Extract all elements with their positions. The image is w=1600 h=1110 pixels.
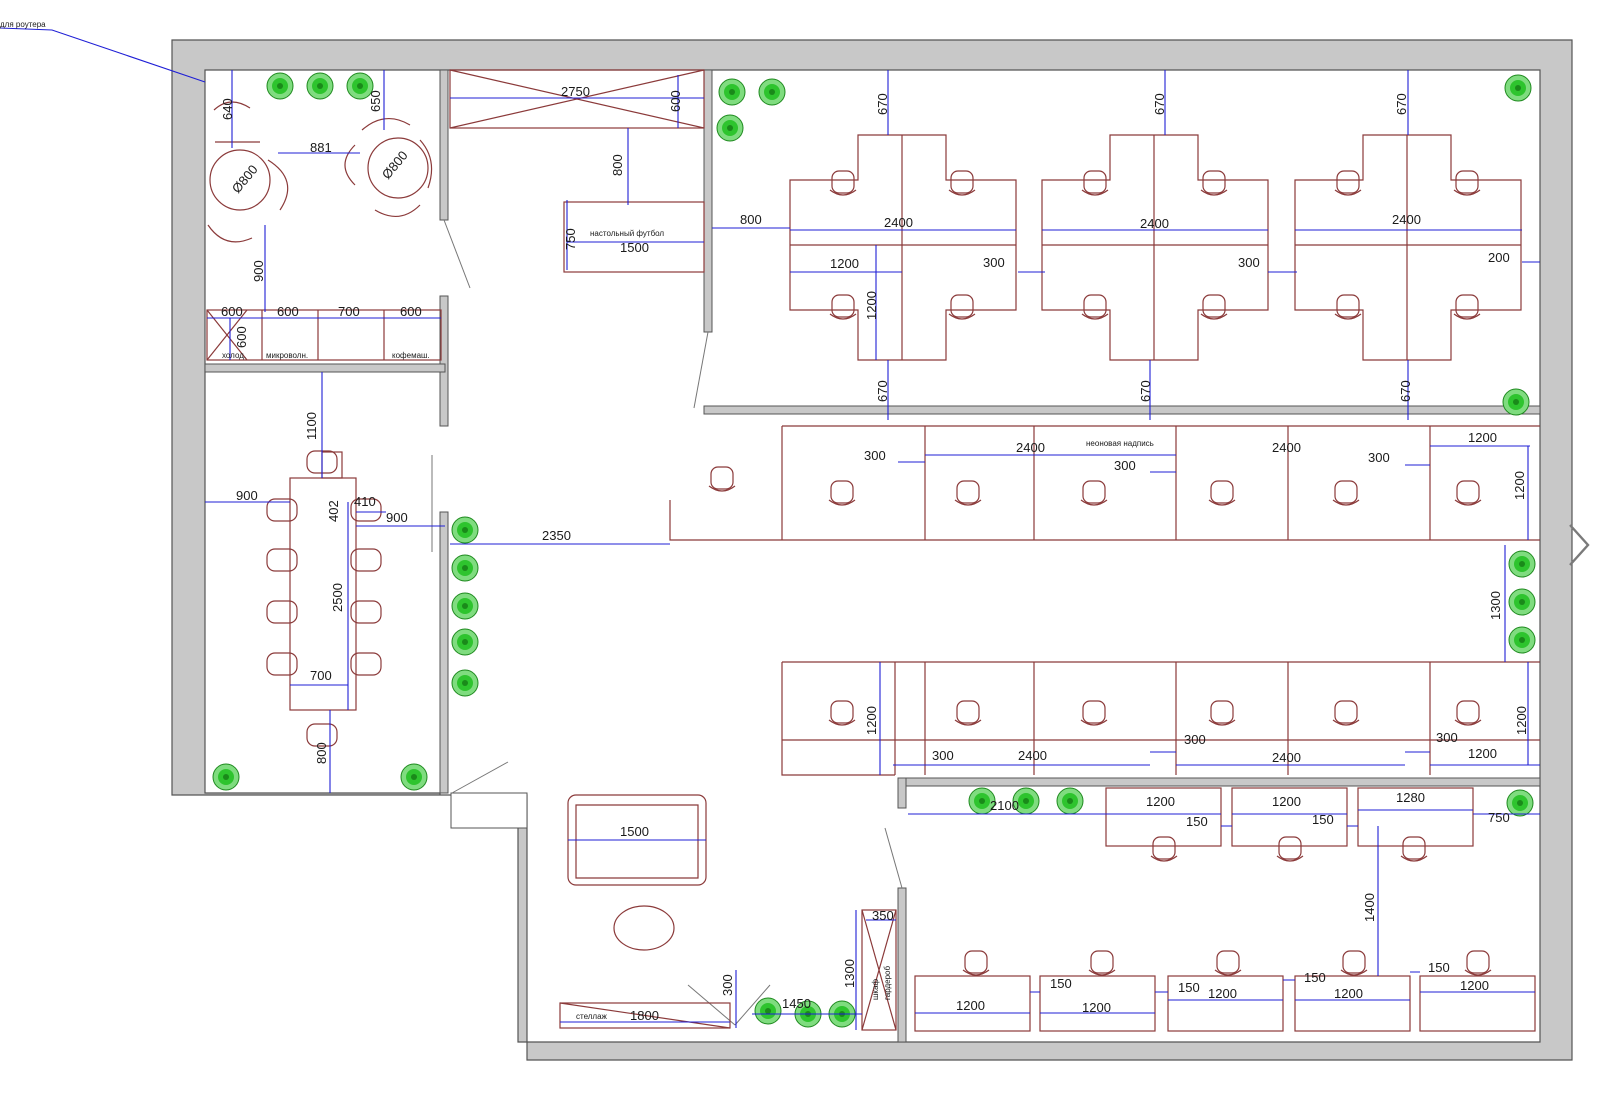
dim-label: 1280: [1396, 790, 1425, 805]
dim-label: 350: [872, 908, 894, 923]
dim-label: 1200: [1208, 986, 1237, 1001]
dim-label: 700: [310, 668, 332, 683]
foosball-label: настольный футбол: [590, 229, 664, 238]
dim-label: 150: [1304, 970, 1326, 985]
chairs: [266, 170, 1492, 976]
dim-label: 150: [1178, 980, 1200, 995]
dim-label: 1200: [1468, 746, 1497, 761]
dim-label: 300: [720, 974, 735, 996]
dim-label: 800: [740, 212, 762, 227]
dim-label: 750: [1488, 810, 1510, 825]
dim-label: 750: [563, 228, 578, 250]
chevron-right-icon: [1569, 524, 1590, 566]
dim-label: 150: [1050, 976, 1072, 991]
dim-label: 1200: [1468, 430, 1497, 445]
dim-label: 1500: [620, 824, 649, 839]
dim-label: 800: [610, 154, 625, 176]
dim-label: 1100: [304, 412, 319, 440]
dim-label: 1450: [782, 996, 811, 1011]
dim-label: Ø800: [379, 148, 411, 182]
dim-label: 410: [354, 494, 376, 509]
dim-label: 600: [668, 90, 683, 112]
dim-label: 2750: [561, 84, 590, 99]
dim-label: 1200: [1146, 794, 1175, 809]
dim-label: 1200: [1460, 978, 1489, 993]
dim-label: 1200: [1512, 471, 1527, 500]
dim-label: 1200: [956, 998, 985, 1013]
dim-label: 1200: [1082, 1000, 1111, 1015]
dim-label: 670: [1398, 380, 1413, 402]
dim-label: Ø800: [229, 162, 261, 196]
dim-label: 1200: [864, 291, 879, 320]
dim-label: 300: [983, 255, 1005, 270]
dim-label: 600: [221, 304, 243, 319]
wardrobe2-label: гардероб: [883, 966, 892, 1000]
dim-label: 200: [1488, 250, 1510, 265]
dim-label: 402: [326, 500, 341, 522]
dim-label: 1300: [1488, 591, 1503, 620]
dim-label: 1200: [1514, 706, 1529, 735]
next-image-button[interactable]: [1557, 512, 1600, 578]
microwave-label: микроволн.: [266, 351, 308, 360]
dim-label: 1400: [1362, 893, 1377, 922]
dim-label: 2400: [1392, 212, 1421, 227]
dim-label: 1200: [830, 256, 859, 271]
dim-label: 2100: [990, 798, 1019, 813]
dimension-labels: 640 650 881 Ø800 Ø800 900 600 600 700 60…: [0, 20, 1529, 1023]
dim-label: 300: [1184, 732, 1206, 747]
router-note: для роутера: [0, 20, 46, 29]
dim-label: 600: [277, 304, 299, 319]
dim-label: 700: [338, 304, 360, 319]
dim-label: 2500: [330, 583, 345, 612]
dim-label: 2400: [884, 215, 913, 230]
dim-label: 900: [236, 488, 258, 503]
dim-label: 1200: [864, 706, 879, 735]
dim-label: 1200: [1272, 794, 1301, 809]
dim-label: 881: [310, 140, 332, 155]
dim-label: 2400: [1140, 216, 1169, 231]
dim-label: 1500: [620, 240, 649, 255]
dim-label: 150: [1186, 814, 1208, 829]
neon-sign-label: неоновая надпись: [1086, 439, 1154, 448]
dim-label: 2350: [542, 528, 571, 543]
dim-label: 1200: [1334, 986, 1363, 1001]
dim-label: 650: [368, 90, 383, 112]
dimension-lines: [0, 27, 1540, 1030]
dim-label: 300: [1114, 458, 1136, 473]
dim-label: 1800: [630, 1008, 659, 1023]
dim-label: 800: [314, 742, 329, 764]
dim-label: 2400: [1272, 440, 1301, 455]
shelving-label: стеллаж: [576, 1012, 608, 1021]
dim-label: 150: [1312, 812, 1334, 827]
dim-label: 300: [1368, 450, 1390, 465]
dim-label: 600: [400, 304, 422, 319]
dim-label: 600: [234, 326, 249, 348]
dim-label: 670: [1152, 93, 1167, 115]
dim-label: 150: [1428, 960, 1450, 975]
walls: [171, 39, 1573, 1061]
furniture: [206, 69, 1540, 1032]
coffee-label: кофемаш.: [392, 351, 430, 360]
dim-label: 1300: [842, 959, 857, 988]
plants: [212, 72, 1536, 1028]
dim-label: 900: [251, 260, 266, 282]
dim-label: 670: [1138, 380, 1153, 402]
dim-label: 300: [932, 748, 954, 763]
wardrobe-label: шкаф: [871, 978, 880, 1000]
dim-label: 2400: [1272, 750, 1301, 765]
dim-label: 670: [875, 380, 890, 402]
doors: [431, 219, 903, 1026]
dim-label: 300: [1436, 730, 1458, 745]
dim-label: 300: [864, 448, 886, 463]
dim-label: 300: [1238, 255, 1260, 270]
dim-label: 900: [386, 510, 408, 525]
dim-label: 670: [875, 93, 890, 115]
dim-label: 2400: [1018, 748, 1047, 763]
dim-label: 2400: [1016, 440, 1045, 455]
dim-label: 640: [220, 98, 235, 120]
fridge-label: холод.: [222, 351, 246, 360]
dim-label: 670: [1394, 93, 1409, 115]
